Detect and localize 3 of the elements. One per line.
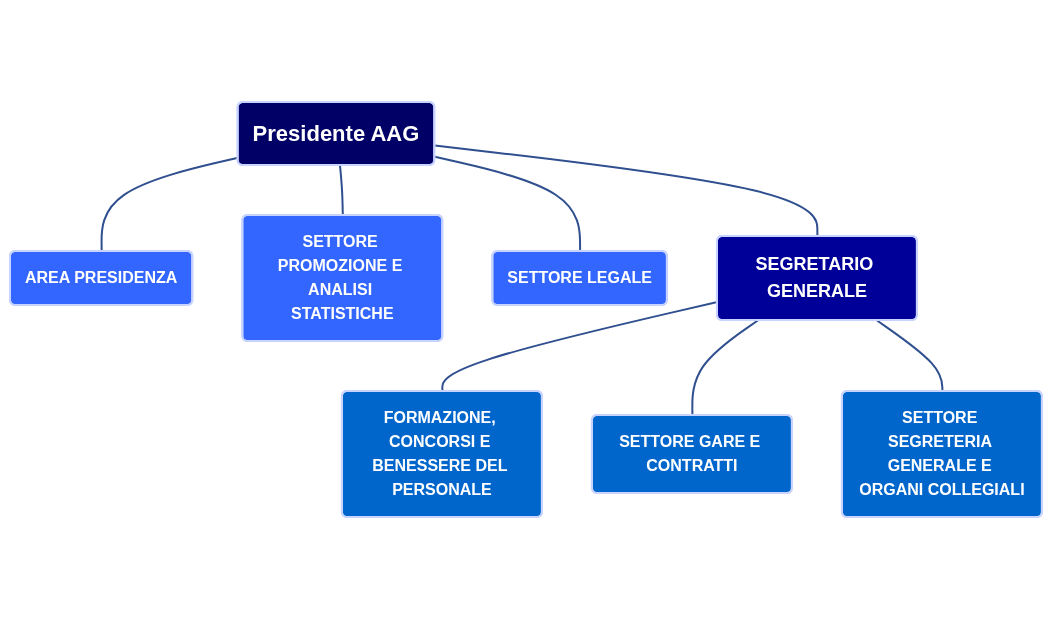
connector bbox=[339, 164, 344, 217]
connector bbox=[876, 319, 944, 393]
connector bbox=[691, 319, 759, 417]
